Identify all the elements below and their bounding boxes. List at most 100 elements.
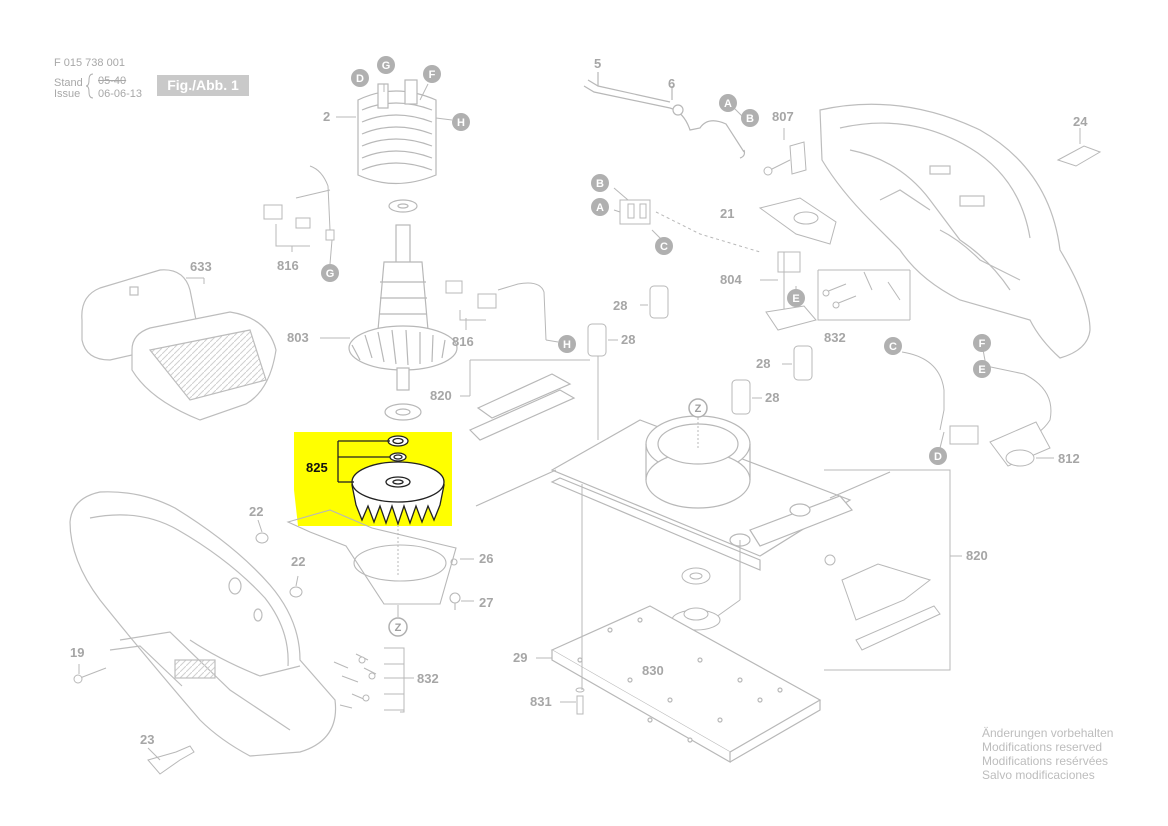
part-804: [760, 251, 817, 331]
label-part-804: 804: [720, 272, 742, 287]
label-part-24: 24: [1073, 114, 1088, 129]
label-part-807: 807: [772, 109, 794, 124]
svg-text:Z: Z: [695, 403, 702, 415]
stand-value: 05-40: [98, 75, 127, 87]
callout-H1: H: [452, 113, 470, 131]
label-part-2: 2: [323, 109, 330, 124]
svg-text:G: G: [382, 60, 391, 72]
svg-text:C: C: [660, 241, 668, 253]
label-part-22-b: 22: [291, 554, 305, 569]
label-part-28-a: 28: [613, 298, 627, 313]
label-part-812: 812: [1058, 451, 1080, 466]
note-de: Änderungen vorbehalten: [982, 726, 1114, 740]
callout-C1: C: [655, 237, 673, 255]
callout-A1: A: [719, 94, 737, 112]
part-21: [758, 197, 837, 245]
callout-F1: F: [423, 65, 441, 83]
cord-part: [583, 72, 746, 159]
gasket-plate-part: [286, 509, 461, 610]
motor-field-part: [357, 79, 437, 185]
note-fr: Modifications resérvées: [982, 754, 1109, 768]
housing-left-part: [69, 491, 337, 757]
label-part-820-right: 820: [966, 548, 988, 563]
label-part-27: 27: [479, 595, 493, 610]
switch-group-part: [613, 187, 761, 253]
callout-H2: H: [558, 335, 576, 353]
clamp-807-part: [763, 128, 807, 176]
screw-19-part: [73, 664, 107, 684]
parts-816-left: [263, 165, 335, 252]
cylinder-parts-28: [587, 285, 813, 415]
label-part-830: 830: [642, 663, 664, 678]
label-part-825: 825: [306, 460, 328, 475]
callout-Z1: Z: [688, 398, 708, 418]
label-part-23: 23: [140, 732, 154, 747]
svg-text:C: C: [889, 341, 897, 353]
label-part-803: 803: [287, 330, 309, 345]
doc-number: F 015 738 001: [54, 57, 125, 69]
figure-label: Fig./Abb. 1: [157, 75, 249, 96]
issue-value: 06-06-13: [98, 88, 143, 100]
label-part-832-right: 832: [824, 330, 846, 345]
note-es: Salvo modificaciones: [982, 768, 1095, 782]
base-plate-820: [468, 373, 891, 571]
svg-text:E: E: [792, 293, 799, 305]
callout-Z2: Z: [388, 617, 408, 637]
screw-22-parts: [255, 532, 303, 598]
label-part-28-b: 28: [621, 332, 635, 347]
parts-816-middle: [445, 280, 547, 341]
svg-text:F: F: [429, 69, 436, 81]
housing-right-part: [819, 103, 1091, 359]
svg-text:D: D: [934, 451, 942, 463]
svg-text:H: H: [563, 339, 571, 351]
label-part-19: 19: [70, 645, 84, 660]
label-part-820-left: 820: [430, 388, 452, 403]
svg-text:G: G: [326, 268, 335, 280]
label-part-29: 29: [513, 650, 527, 665]
callout-C2: C: [884, 337, 902, 355]
armature-part: [348, 199, 458, 421]
label-part-816-middle: 816: [452, 334, 474, 349]
bearing-clip-parts: [681, 554, 941, 651]
callout-F2: F: [973, 334, 991, 352]
callout-A2: A: [591, 198, 609, 216]
label-part-28-c: 28: [756, 356, 770, 371]
label-part-832-left: 832: [417, 671, 439, 686]
svg-text:A: A: [596, 202, 604, 214]
part-825-leader: [337, 440, 390, 483]
label-part-5: 5: [594, 56, 601, 71]
svg-text:H: H: [457, 117, 465, 129]
dust-bag-part: [81, 269, 277, 421]
callout-G2: G: [321, 264, 339, 282]
label-part-26: 26: [479, 551, 493, 566]
svg-text:D: D: [356, 73, 364, 85]
svg-text:Z: Z: [395, 622, 402, 634]
callout-E2: E: [973, 360, 991, 378]
screw-group-832-right: [817, 269, 911, 321]
callout-B1: B: [741, 109, 759, 127]
label-part-22-a: 22: [249, 504, 263, 519]
issue-label: Issue: [54, 88, 81, 100]
callout-E1: E: [787, 289, 805, 307]
label-part-831: 831: [530, 694, 552, 709]
label-part-633: 633: [190, 259, 212, 274]
svg-text:F: F: [979, 338, 986, 350]
callout-D1: D: [351, 69, 369, 87]
cable-assembly-812: [901, 351, 1054, 467]
callout-D2: D: [929, 447, 947, 465]
label-part-28-d: 28: [765, 390, 779, 405]
part-24: [1056, 128, 1102, 167]
sanding-pad-29: [550, 605, 822, 764]
svg-text:B: B: [746, 113, 754, 125]
svg-text:E: E: [978, 364, 985, 376]
part-23: [147, 745, 195, 775]
label-part-6: 6: [668, 76, 675, 91]
svg-text:B: B: [596, 178, 604, 190]
svg-text:A: A: [724, 98, 732, 110]
label-part-21: 21: [720, 206, 734, 221]
screw-group-832-left: [333, 647, 414, 713]
stand-label: Stand: [54, 77, 83, 89]
screw-831: [575, 687, 585, 715]
callout-B2: B: [591, 174, 609, 192]
